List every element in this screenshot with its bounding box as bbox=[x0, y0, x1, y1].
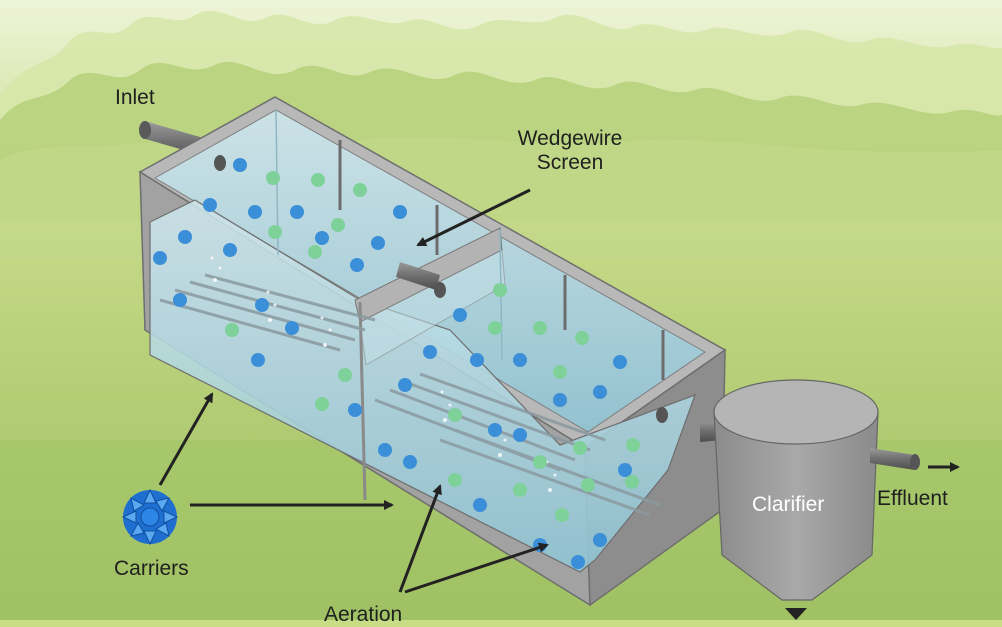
arrow-icon bbox=[416, 188, 531, 247]
carriers-label: Carriers bbox=[114, 557, 189, 580]
effluent-label: Effluent bbox=[877, 487, 948, 510]
carrier-media-icon bbox=[121, 488, 179, 546]
tank bbox=[138, 96, 727, 607]
wedgewire-screens bbox=[214, 140, 668, 423]
aeration-grid bbox=[159, 273, 661, 517]
arrow-icon bbox=[404, 542, 549, 594]
arrow-icon bbox=[158, 392, 214, 486]
inlet-label: Inlet bbox=[115, 86, 155, 109]
arrow-icon bbox=[398, 484, 442, 593]
callout-arrows bbox=[158, 188, 960, 594]
wedgewire-screen-label: Wedgewire Screen bbox=[505, 127, 635, 175]
clarifier-label: Clarifier bbox=[752, 493, 825, 516]
carrier-particles bbox=[153, 158, 640, 569]
wedgewire-line-1: Wedgewire bbox=[517, 127, 623, 150]
wedgewire-line-2: Screen bbox=[536, 151, 604, 175]
aeration-label: Aeration bbox=[324, 603, 403, 626]
clarifier bbox=[700, 379, 920, 620]
